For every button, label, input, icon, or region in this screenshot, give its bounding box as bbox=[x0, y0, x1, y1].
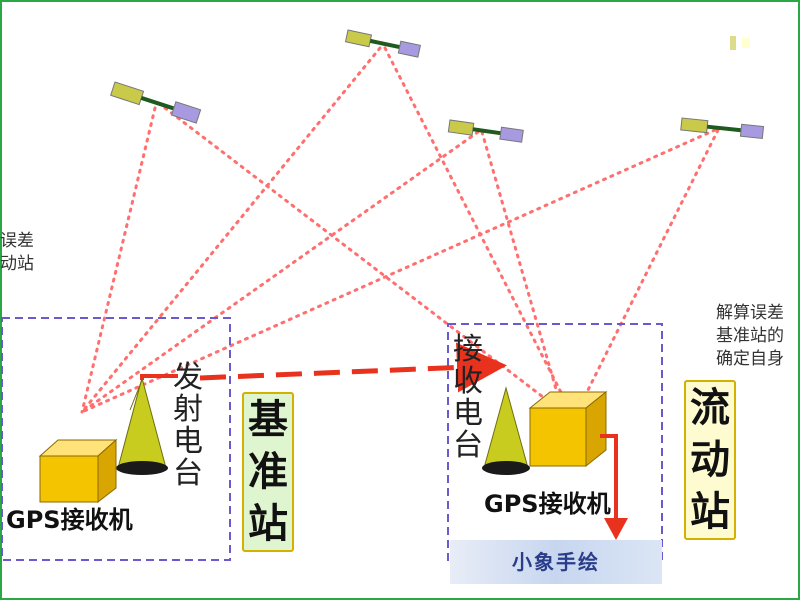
base-station-box bbox=[1, 317, 231, 561]
receiver-box-icon bbox=[528, 390, 608, 468]
rover-output-arrow bbox=[600, 434, 628, 540]
base-station-label: 基准站 bbox=[242, 392, 294, 552]
signal-line bbox=[80, 130, 480, 414]
satellite-icon bbox=[730, 36, 750, 50]
signal-line bbox=[80, 128, 717, 414]
satellite-icon bbox=[344, 29, 421, 58]
signal-line bbox=[576, 128, 720, 412]
rover-station-box bbox=[447, 323, 663, 561]
rover-station-label: 流动站 bbox=[684, 380, 736, 540]
satellite-icon bbox=[680, 117, 765, 140]
signal-line bbox=[383, 46, 572, 412]
gps-receiver-left-label: GPS接收机 bbox=[6, 506, 133, 534]
satellite-icon bbox=[447, 119, 524, 143]
transmit-radio-label: 发射电台 bbox=[173, 360, 203, 491]
signal-line bbox=[163, 106, 562, 412]
signal-line bbox=[480, 130, 564, 412]
left-side-text: 误差 动站 bbox=[0, 231, 34, 274]
receiver-box-icon bbox=[38, 438, 118, 504]
satellite-icon bbox=[110, 81, 202, 124]
signal-line bbox=[80, 46, 382, 414]
signal-lines bbox=[80, 46, 720, 414]
data-link-arrow bbox=[140, 342, 507, 393]
antenna-icon bbox=[482, 386, 530, 475]
right-side-text: 解算误差 基准站的 确定自身 bbox=[716, 303, 784, 369]
watermark-banner: 小象手绘 bbox=[450, 540, 662, 584]
receive-radio-label: 接收电台 bbox=[453, 332, 483, 463]
gps-receiver-right-label: GPS接收机 bbox=[484, 490, 611, 518]
antenna-icon bbox=[116, 376, 168, 475]
